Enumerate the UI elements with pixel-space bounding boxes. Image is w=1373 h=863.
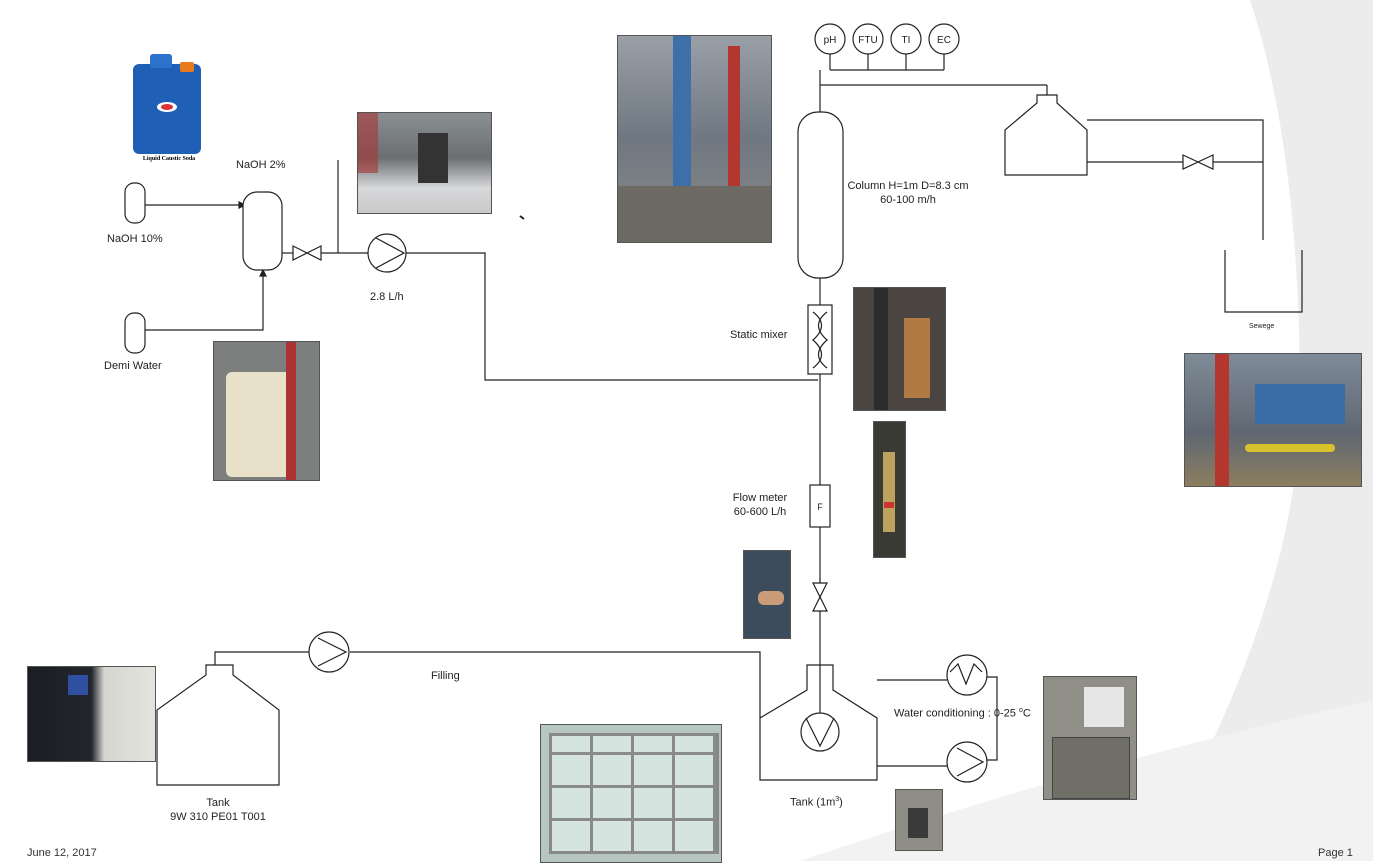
flow-meter-mark: F bbox=[817, 502, 823, 512]
sensor-ph: pH bbox=[815, 24, 845, 54]
label-water-conditioning-end: C bbox=[1023, 708, 1031, 720]
label-pump-rate: 2.8 L/h bbox=[370, 290, 404, 304]
label-column-line2: 60-100 m/h bbox=[880, 193, 936, 207]
canister-label: Liquid Caustic Soda bbox=[124, 156, 214, 162]
sensor-ec: EC bbox=[929, 24, 959, 54]
sensor-ph-label: pH bbox=[824, 35, 837, 46]
sensor-ftu: FTU bbox=[853, 24, 883, 54]
label-tank-main-end: ) bbox=[839, 797, 843, 809]
footer-date: June 12, 2017 bbox=[27, 847, 97, 859]
label-water-conditioning: Water conditioning : 0-25 oC bbox=[894, 704, 1031, 721]
footer-page: Page 1 bbox=[1318, 847, 1353, 859]
label-naoh-2: NaOH 2% bbox=[236, 158, 286, 172]
label-naoh-10: NaOH 10% bbox=[107, 232, 163, 246]
photo-water-conditioning bbox=[1043, 676, 1137, 800]
label-tank-main: Tank (1m3) bbox=[790, 793, 843, 810]
label-tank-main-text: Tank (1m bbox=[790, 797, 835, 809]
label-flow-meter-line2: 60-600 L/h bbox=[734, 505, 787, 519]
photo-dosing-pump bbox=[357, 112, 492, 214]
label-flow-meter-line1: Flow meter bbox=[733, 491, 787, 505]
label-sewege: Sewege bbox=[1249, 320, 1274, 334]
caustic-soda-canister: Liquid Caustic Soda bbox=[130, 52, 205, 162]
photo-conditioning-pump bbox=[895, 789, 943, 851]
canister-icon bbox=[130, 52, 205, 162]
photo-column-setup bbox=[617, 35, 772, 243]
sensor-ec-label: EC bbox=[937, 35, 951, 46]
label-tank-left-line2: 9W 310 PE01 T001 bbox=[170, 810, 266, 824]
label-demi-water: Demi Water bbox=[104, 359, 162, 373]
photo-static-mixer bbox=[853, 287, 946, 411]
photo-valve bbox=[743, 550, 791, 639]
photo-flow-meter bbox=[873, 421, 906, 558]
label-water-conditioning-text: Water conditioning : 0-25 bbox=[894, 708, 1019, 720]
label-static-mixer: Static mixer bbox=[730, 328, 787, 342]
sensor-ti-label: TI bbox=[902, 35, 911, 46]
photo-sewege bbox=[1184, 353, 1362, 487]
label-tank-left-line1: Tank bbox=[206, 796, 229, 810]
label-column-line1: Column H=1m D=8.3 cm bbox=[847, 179, 968, 193]
sensor-ftu-label: FTU bbox=[858, 35, 877, 46]
sensor-ti: TI bbox=[891, 24, 921, 54]
label-filling: Filling bbox=[431, 669, 460, 683]
photo-naoh-container bbox=[213, 341, 320, 481]
photo-storage-tank bbox=[27, 666, 156, 762]
photo-ibc-tank bbox=[540, 724, 722, 863]
